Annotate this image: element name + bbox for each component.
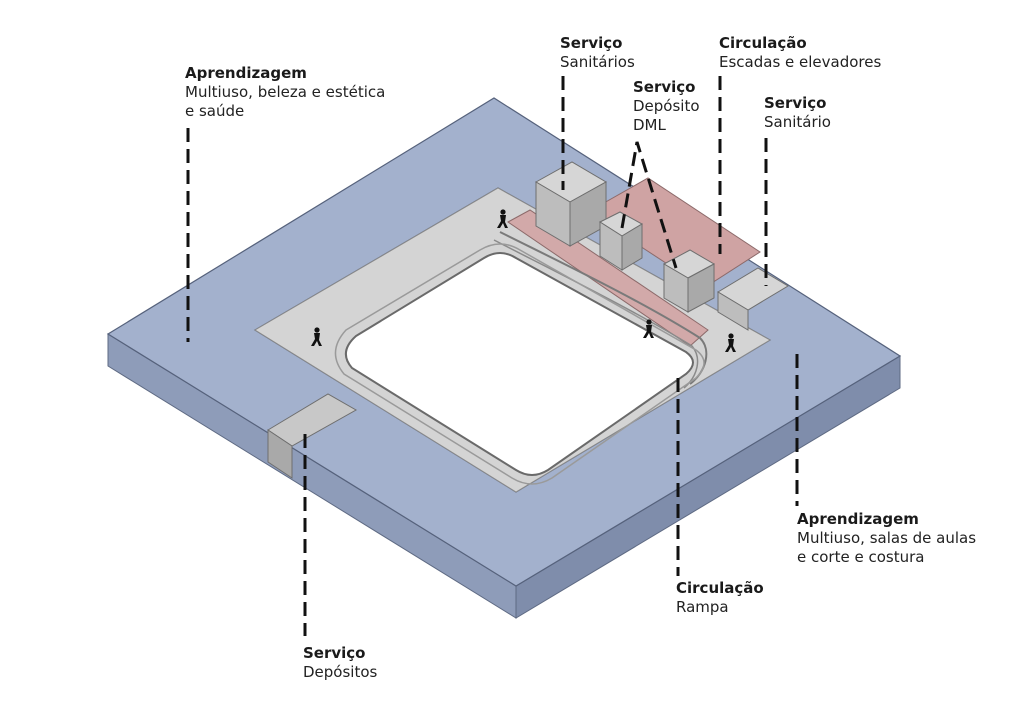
label-desc: Multiuso, salas de aulas xyxy=(797,529,977,547)
courtyard-void xyxy=(345,252,694,476)
label-title: Serviço xyxy=(303,644,366,662)
label-desc: Sanitários xyxy=(560,53,635,71)
courtyard-void-rim xyxy=(334,243,705,485)
person-icon xyxy=(497,209,508,228)
person-icon xyxy=(311,327,322,346)
label-title: Circulação xyxy=(719,34,807,52)
stairs-elevators-zone xyxy=(587,177,761,289)
person-icon xyxy=(725,333,736,352)
label-title: Circulação xyxy=(676,579,764,597)
label-desc: Rampa xyxy=(676,598,729,616)
label-title: Aprendizagem xyxy=(797,510,919,528)
leader-lines xyxy=(186,76,799,636)
label-aprendizagem-top: Aprendizagem Multiuso, beleza e estética… xyxy=(185,64,385,121)
label-servico-sanitario: Serviço Sanitário xyxy=(764,94,831,132)
service-sanitario-block xyxy=(717,267,789,331)
label-desc: Escadas e elevadores xyxy=(719,53,882,71)
label-servico-sanitarios: Serviço Sanitários xyxy=(560,34,635,72)
sanitario-front xyxy=(717,291,749,331)
deposito2-side xyxy=(687,263,715,313)
label-desc: e saúde xyxy=(185,102,245,120)
ramp-railing-inner xyxy=(493,239,699,389)
service-deposito-block-2 xyxy=(662,249,716,313)
service-strip-depositos xyxy=(267,393,358,479)
label-desc: Depósitos xyxy=(303,663,378,681)
service-sanitarios-block xyxy=(534,161,608,247)
service-deposito-block-1 xyxy=(598,211,644,271)
label-title: Aprendizagem xyxy=(185,64,307,82)
label-title: Serviço xyxy=(633,78,696,96)
label-circulacao-rampa: Circulação Rampa xyxy=(676,579,764,617)
ramp-railing xyxy=(499,231,708,385)
label-servico-deposito: Serviço Depósito DML xyxy=(633,78,700,135)
label-title: Serviço xyxy=(764,94,827,112)
label-aprendizagem-bottom: Aprendizagem Multiuso, salas de aulas e … xyxy=(797,510,976,567)
label-circulacao-escadas: Circulação Escadas e elevadores xyxy=(719,34,881,72)
person-icon xyxy=(643,319,654,338)
label-desc: DML xyxy=(633,116,666,134)
service-strip-side xyxy=(267,429,293,479)
label-desc: Depósito xyxy=(633,97,700,115)
people-figures xyxy=(311,209,736,352)
deposito1-side xyxy=(621,223,643,271)
label-title: Serviço xyxy=(560,34,623,52)
leader-servico-deposito xyxy=(620,141,678,269)
label-desc: Multiuso, beleza e estética xyxy=(185,83,386,101)
label-servico-depositos: Serviço Depósitos xyxy=(303,644,377,682)
label-desc: e corte e costura xyxy=(797,548,925,566)
label-desc: Sanitário xyxy=(764,113,831,131)
